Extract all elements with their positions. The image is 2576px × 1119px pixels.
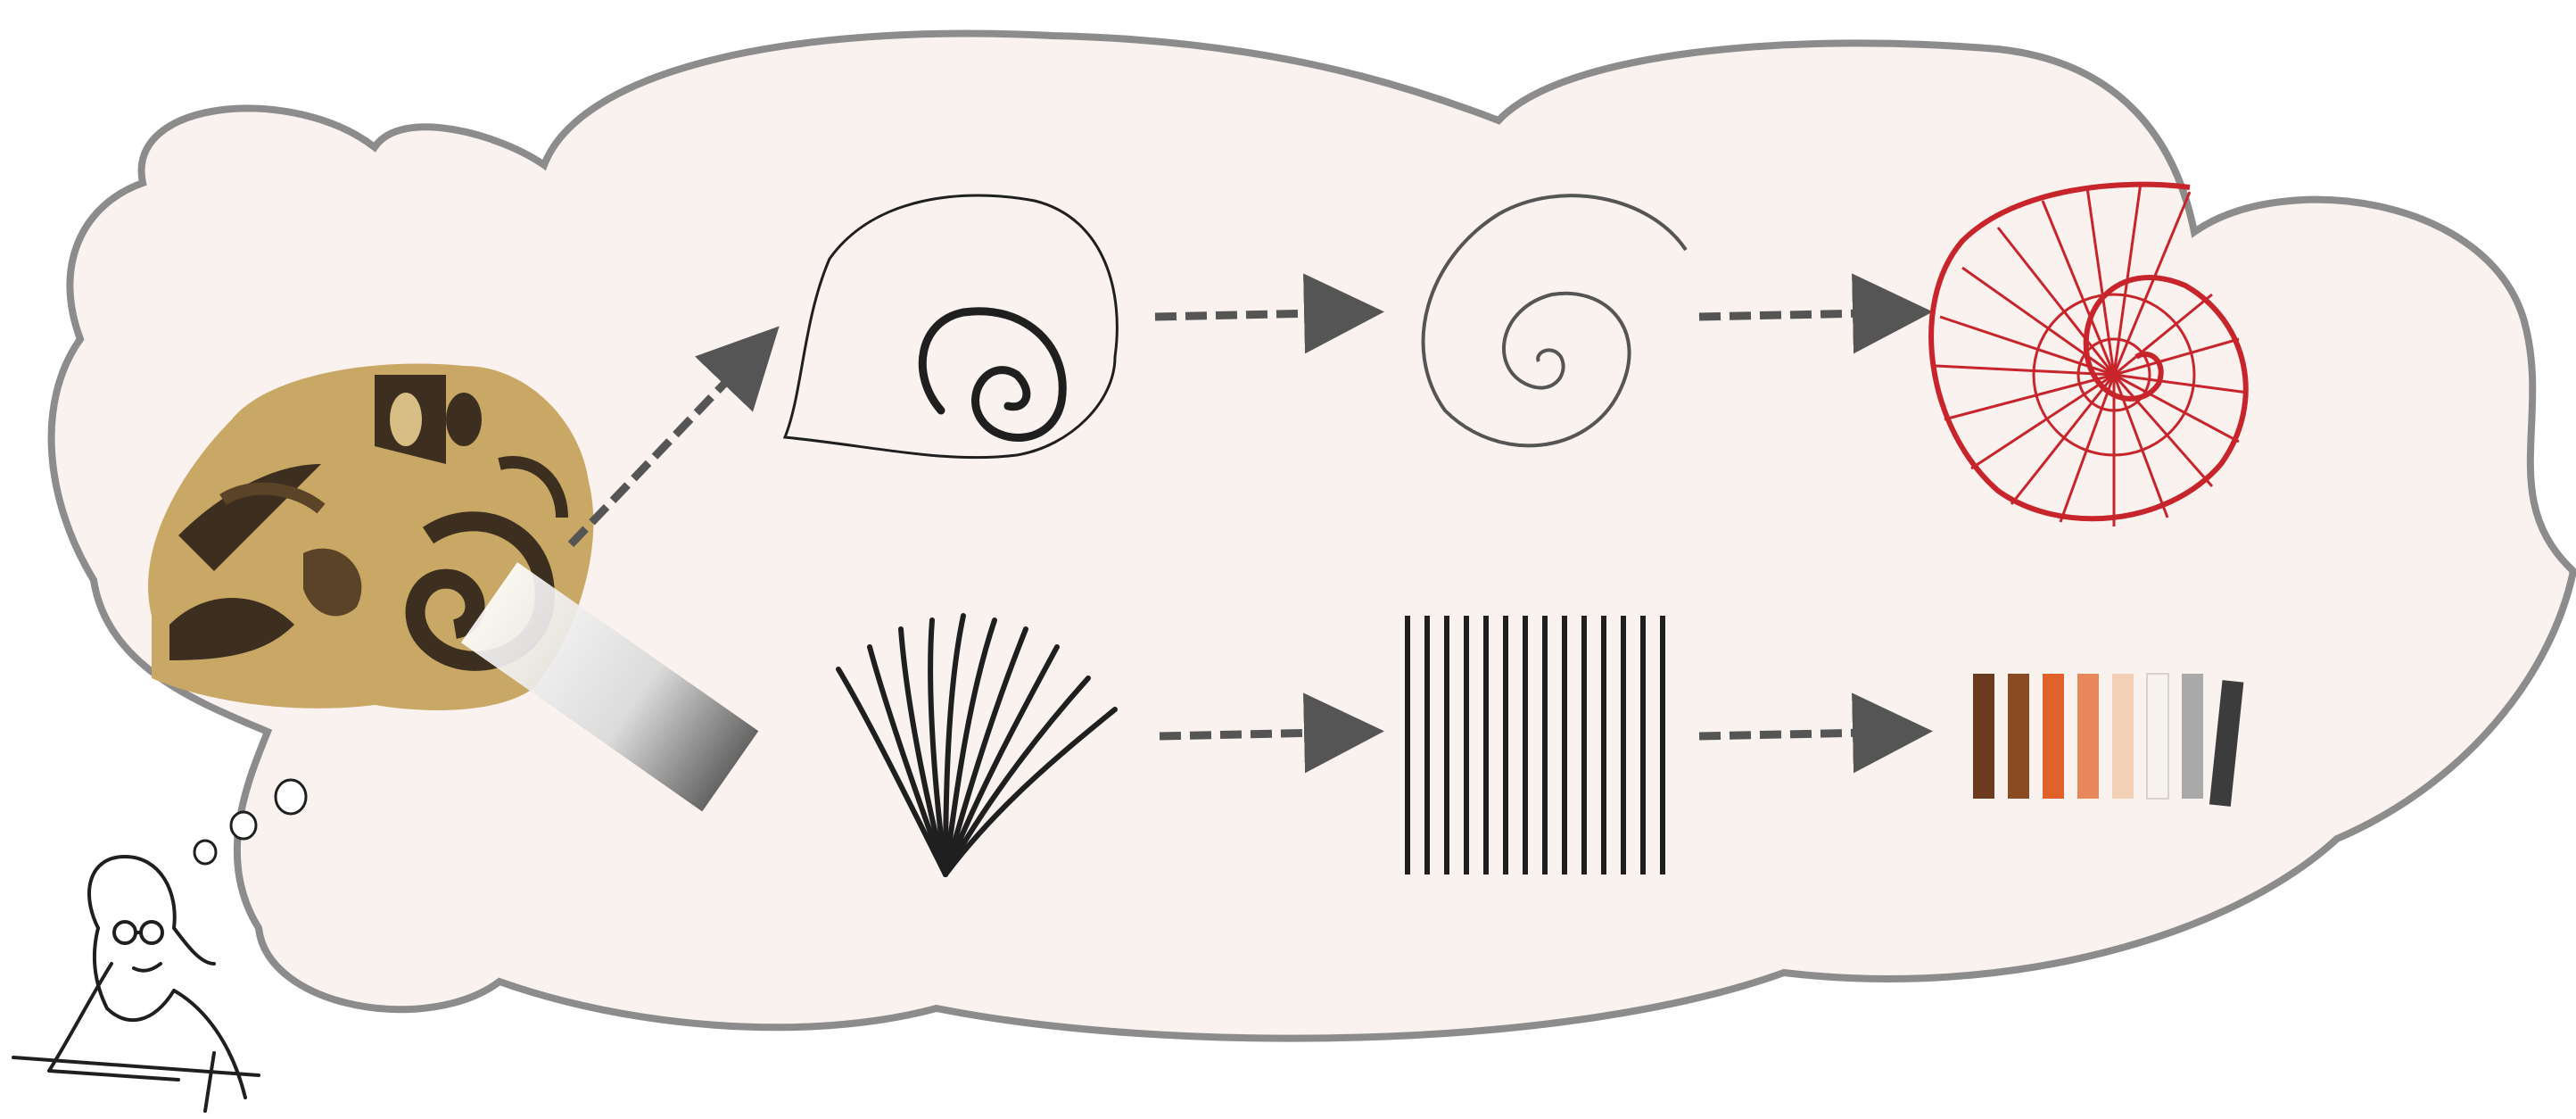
color-swatch bbox=[2147, 674, 2168, 799]
thinking-person-icon bbox=[13, 857, 259, 1111]
color-swatch bbox=[2182, 674, 2203, 799]
color-swatch bbox=[2008, 674, 2029, 799]
color-swatch bbox=[1973, 674, 1994, 799]
color-swatch bbox=[2112, 674, 2134, 799]
color-swatch bbox=[2077, 674, 2099, 799]
color-swatch bbox=[2043, 674, 2064, 799]
